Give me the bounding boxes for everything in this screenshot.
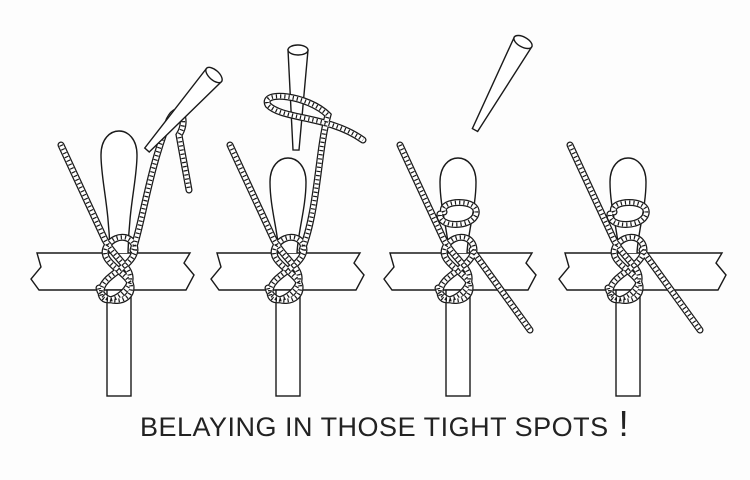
- rope-twist: [228, 94, 365, 303]
- rope-twist: [59, 109, 191, 303]
- pin-end: [287, 44, 309, 56]
- board: [558, 252, 727, 291]
- caption-exclamation: !: [618, 403, 629, 444]
- rope-twist: [398, 144, 532, 332]
- panel-step-1: [30, 66, 223, 397]
- caption-row: BELAYING IN THOSE TIGHT SPOTS !: [140, 404, 629, 444]
- panel-step-2: [210, 44, 367, 397]
- pin-end: [513, 34, 533, 50]
- panel-step-3: [383, 34, 537, 397]
- pin-end: [205, 66, 223, 84]
- caption: BELAYING IN THOSE TIGHT SPOTS: [140, 412, 609, 442]
- belaying-pin-shaft: [445, 289, 471, 397]
- loose-belaying-pin: [471, 36, 533, 133]
- belaying-pin-handle: [100, 130, 138, 254]
- belaying-pin-shaft: [275, 289, 301, 397]
- belaying-pin-handle: [269, 157, 307, 254]
- belaying-pin-shaft: [615, 289, 641, 397]
- rope-twist: [568, 144, 702, 332]
- belaying-pin-shaft: [106, 289, 132, 397]
- panel-step-4: [558, 141, 727, 397]
